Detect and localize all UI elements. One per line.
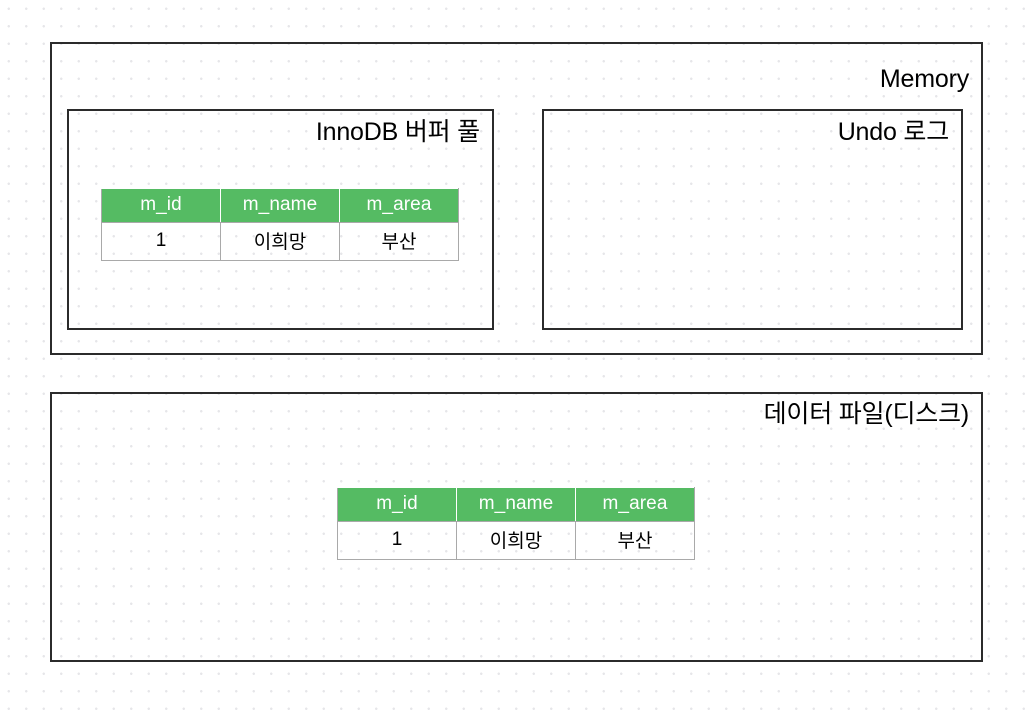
cell-m-area: 부산 xyxy=(575,521,695,560)
cell-m-id: 1 xyxy=(337,521,457,560)
table-row: 1 이희망 부산 xyxy=(337,521,695,560)
data-file-container xyxy=(50,392,983,662)
table-row: 1 이희망 부산 xyxy=(101,222,459,261)
data-file-title: 데이터 파일(디스크) xyxy=(763,400,970,428)
column-header-m-area: m_area xyxy=(575,487,695,522)
data-file-record-table: m_id m_name m_area 1 이희망 부산 xyxy=(337,487,695,560)
cell-m-area: 부산 xyxy=(339,222,459,261)
column-header-m-name: m_name xyxy=(220,188,340,223)
memory-container xyxy=(50,42,983,355)
table-header-row: m_id m_name m_area xyxy=(101,188,459,223)
buffer-pool-record-table: m_id m_name m_area 1 이희망 부산 xyxy=(101,188,459,261)
cell-m-id: 1 xyxy=(101,222,221,261)
column-header-m-name: m_name xyxy=(456,487,576,522)
memory-title: Memory xyxy=(879,65,969,93)
column-header-m-id: m_id xyxy=(101,188,221,223)
column-header-m-area: m_area xyxy=(339,188,459,223)
innodb-buffer-pool-title: InnoDB 버퍼 풀 xyxy=(315,118,480,146)
cell-m-name: 이희망 xyxy=(220,222,340,261)
innodb-buffer-pool-container xyxy=(67,109,494,330)
table-header-row: m_id m_name m_area xyxy=(337,487,695,522)
undo-log-container xyxy=(542,109,963,330)
column-header-m-id: m_id xyxy=(337,487,457,522)
undo-log-title: Undo 로그 xyxy=(837,118,950,146)
cell-m-name: 이희망 xyxy=(456,521,576,560)
